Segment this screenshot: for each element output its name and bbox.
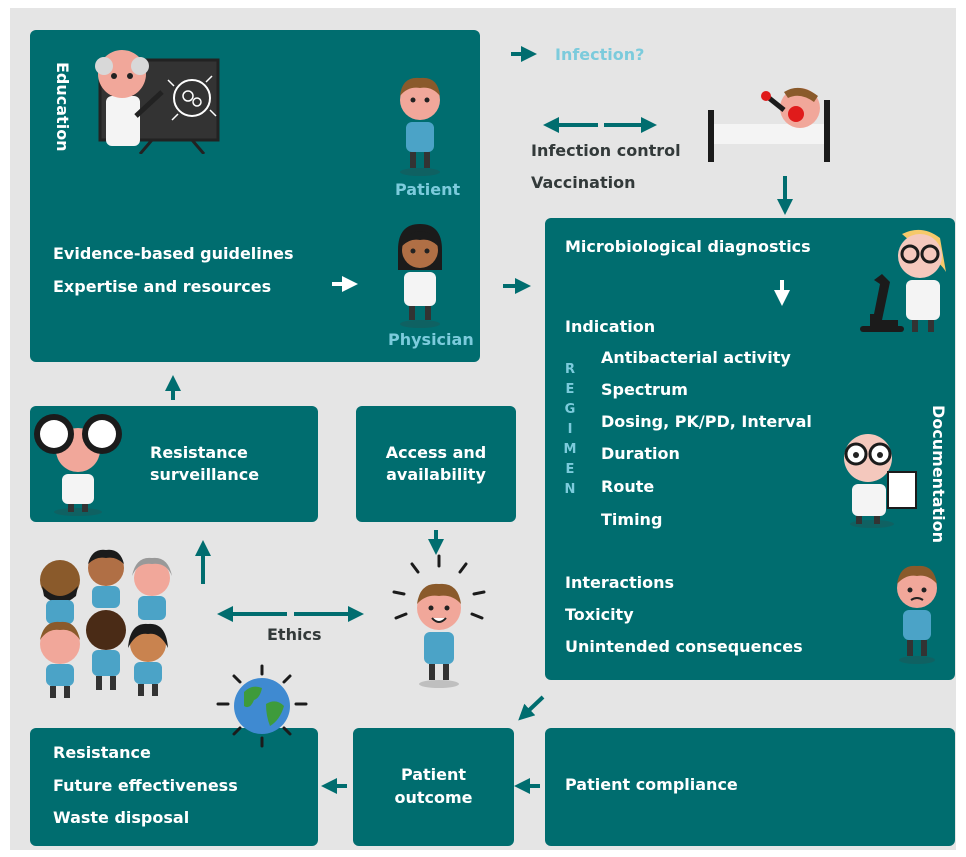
regimen-item: Timing xyxy=(601,510,663,529)
lower-item: Toxicity xyxy=(565,605,634,624)
infection-control-text: Infection control xyxy=(531,141,681,160)
worried-patient-icon xyxy=(897,565,937,664)
regimen-letter: E xyxy=(565,382,575,397)
access-line1: Access and xyxy=(385,443,487,462)
outcome-line1: Patient xyxy=(400,765,467,784)
arrow-regimen-outcome xyxy=(518,695,545,721)
access-availability-box xyxy=(356,406,516,522)
physician-icon xyxy=(398,224,442,328)
compliance-text: Patient compliance xyxy=(565,775,738,794)
consequence-item: Waste disposal xyxy=(53,808,190,827)
regimen-letter: G xyxy=(564,402,576,417)
sick-patient-icon xyxy=(708,87,830,162)
microscope-doctor-icon xyxy=(860,229,946,332)
consequence-item: Future effectiveness xyxy=(53,776,238,795)
regimen-letter: R xyxy=(564,362,575,377)
regimen-item: Antibacterial activity xyxy=(601,348,791,367)
regimen-letter: M xyxy=(563,442,577,457)
indication-text: Indication xyxy=(565,317,656,336)
infection-question: Infection? xyxy=(555,45,645,64)
globe-icon xyxy=(216,664,308,748)
regimen-item: Route xyxy=(601,477,655,496)
population-icon xyxy=(40,549,172,698)
regimen-item: Dosing, PK/PD, Interval xyxy=(601,412,812,431)
lower-item: Unintended consequences xyxy=(565,637,803,656)
vaccination-text: Vaccination xyxy=(531,173,636,192)
happy-patient-icon xyxy=(392,554,486,688)
consequences-box xyxy=(30,728,318,846)
regimen-item: Duration xyxy=(601,444,680,463)
expertise-text: Expertise and resources xyxy=(53,277,272,296)
diagnostics-text: Microbiological diagnostics xyxy=(565,237,811,256)
regimen-letter: E xyxy=(565,462,575,477)
clipboard-doctor-icon xyxy=(844,434,917,528)
outcome-line2: outcome xyxy=(394,788,473,807)
physician-label: Physician xyxy=(388,330,474,349)
access-line2: availability xyxy=(386,465,486,484)
teacher-icon xyxy=(95,50,220,154)
ethics-text: Ethics xyxy=(267,625,322,644)
consequence-item: Resistance xyxy=(53,743,151,762)
lower-item: Interactions xyxy=(565,573,675,592)
patient-compliance-box xyxy=(545,728,955,846)
patient-icon xyxy=(400,77,440,176)
guidelines-text: Evidence-based guidelines xyxy=(53,244,294,263)
resistance-surveillance-line2: surveillance xyxy=(150,465,260,484)
patient-label: Patient xyxy=(395,180,461,199)
regimen-letter: N xyxy=(564,482,576,497)
binoculars-doctor-icon xyxy=(34,414,122,516)
regimen-letter: I xyxy=(567,422,573,437)
resistance-surveillance-line1: Resistance xyxy=(150,443,248,462)
patient-outcome-box xyxy=(353,728,514,846)
regimen-item: Spectrum xyxy=(601,380,688,399)
